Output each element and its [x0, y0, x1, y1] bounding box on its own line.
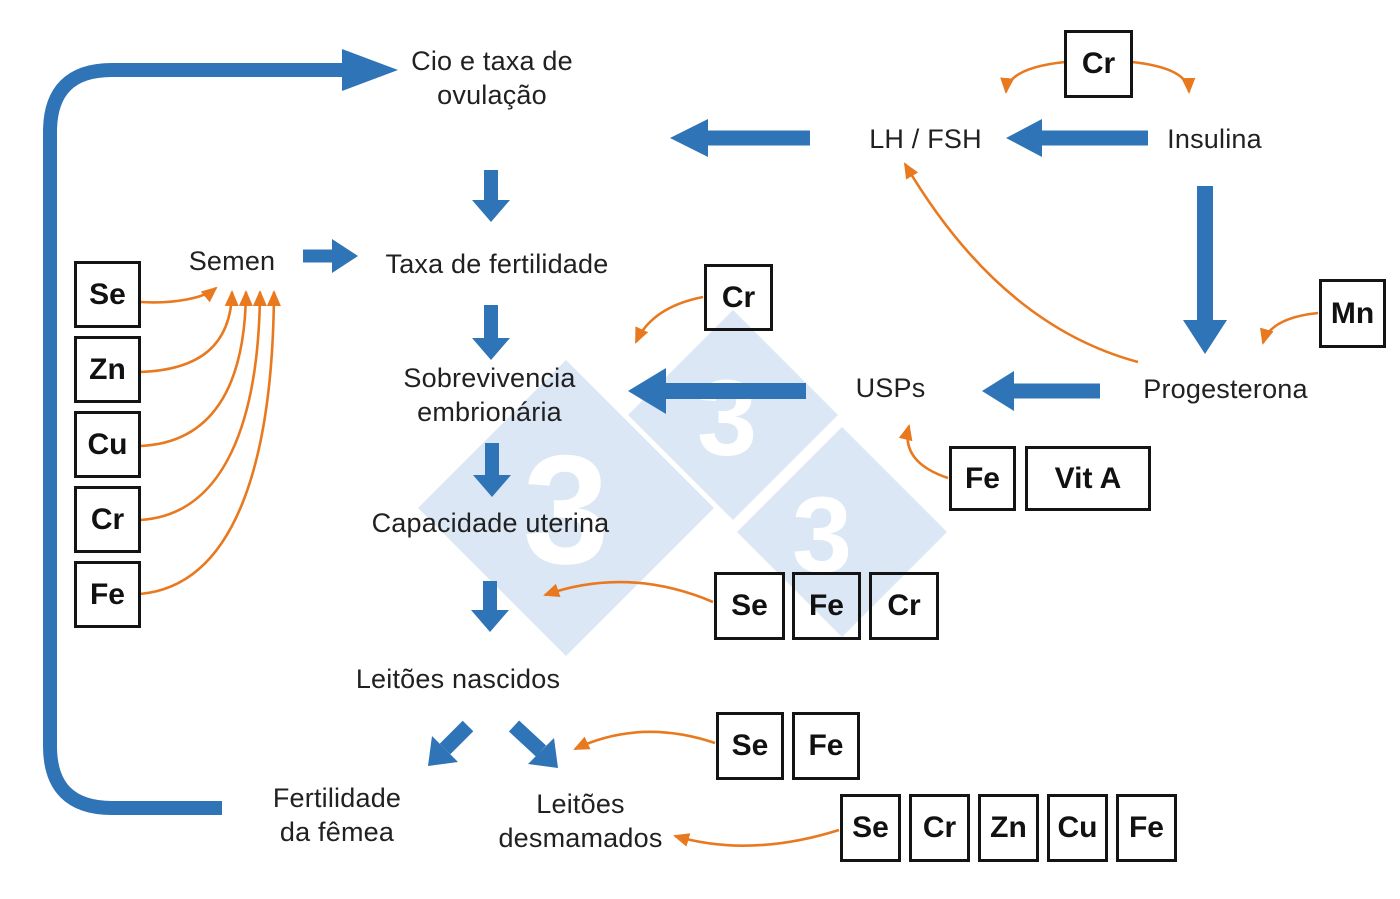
mineral-box-fe-usps: Fe	[949, 446, 1016, 511]
mineral-box-fe-weaned: Fe	[1116, 794, 1177, 862]
arrow-estrus-to-fertility-rate	[472, 170, 510, 222]
arrow-usps-to-embryo-survival	[628, 368, 806, 414]
mineral-box-mn-progesterone: Mn	[1319, 279, 1386, 348]
arrow-se-to-uterine-capacity	[543, 580, 714, 604]
mineral-box-se-weaned: Se	[840, 794, 901, 862]
arrow-insulin-to-lhfsh	[1006, 119, 1148, 157]
arrow-se-to-weaned-piglets	[673, 828, 840, 847]
arrow-lhfsh-to-estrus	[670, 119, 810, 157]
node-fertility-rate: Taxa de fertilidade	[385, 249, 609, 279]
arrow-fe-to-semen	[139, 290, 281, 596]
mineral-box-zn-weaned: Zn	[978, 794, 1039, 862]
mineral-box-fe-semen: Fe	[74, 561, 141, 628]
node-semen: Semen	[188, 246, 276, 276]
mineral-box-vita-usps: Vit A	[1025, 446, 1151, 511]
arrow-insulin-to-progesterone	[1183, 186, 1227, 354]
arrow-mn-to-progesterone	[1260, 311, 1319, 345]
node-insulin: Insulina	[1167, 124, 1262, 154]
arrow-embryo-survival-to-uterine-capacity	[473, 443, 511, 497]
mineral-box-cr-gonadotropin: Cr	[1064, 30, 1133, 98]
arrow-piglets-born-to-weaned-piglets	[508, 720, 558, 768]
orange-influence-arrows	[139, 60, 1319, 847]
node-piglets-born: Leitões nascidos	[355, 664, 561, 694]
arrow-zn-to-semen	[139, 290, 239, 374]
mineral-box-fe-born: Fe	[792, 712, 860, 780]
node-estrus-ovulation: Cio e taxa de ovulação	[411, 46, 573, 110]
mineral-box-cr-uterine: Cr	[869, 572, 939, 640]
arrow-uterine-capacity-to-piglets-born	[471, 581, 509, 632]
arrow-cr-to-insulin	[1131, 60, 1196, 94]
arrow-semen-to-fertility-rate	[303, 239, 358, 273]
arrow-cu-to-semen	[139, 290, 253, 448]
arrow-se-to-piglets-born	[573, 730, 716, 751]
mineral-box-cu-weaned: Cu	[1047, 794, 1108, 862]
arrow-piglets-born-to-female-fertility	[428, 720, 474, 766]
arrow-fe-to-usps	[898, 424, 949, 480]
node-embryo-survival: Sobrevivencia embrionária	[403, 363, 576, 427]
mineral-box-fe-uterine: Fe	[792, 572, 861, 640]
mineral-box-zn-semen: Zn	[74, 336, 141, 403]
mineral-box-cr-weaned: Cr	[909, 794, 970, 862]
arrow-progesterone-to-usps	[982, 371, 1100, 411]
blue-flow-arrows	[43, 49, 1227, 815]
arrow-fertility-rate-to-embryo-survival	[472, 305, 510, 360]
mineral-box-cu-semen: Cu	[74, 411, 141, 478]
mineral-box-cr-semen: Cr	[74, 486, 141, 553]
node-usps: USPs	[855, 373, 926, 403]
mineral-box-cr-embryo: Cr	[704, 264, 773, 331]
arrow-cr-to-lhfsh	[1000, 60, 1066, 94]
arrow-se-to-semen	[139, 286, 218, 304]
node-lh-fsh: LH / FSH	[869, 124, 982, 154]
watermark-digit: 3	[697, 357, 757, 478]
node-progesterone: Progesterona	[1143, 374, 1308, 404]
node-uterine-capacity: Capacidade uterina	[371, 508, 610, 538]
watermark-digit: 3	[523, 423, 609, 596]
mineral-box-se-semen: Se	[74, 261, 141, 328]
mineral-box-se-born: Se	[716, 712, 784, 780]
arrow-progesterone-to-lhfsh	[903, 162, 1139, 364]
arrow-cr-to-semen	[139, 290, 267, 522]
arrow-cr-to-embryo-survival	[634, 295, 704, 344]
mineral-box-se-uterine: Se	[714, 572, 785, 640]
arrow-female-fertility-to-estrus	[43, 49, 398, 815]
node-weaned-piglets: Leitões desmamados	[498, 789, 663, 853]
node-female-fertility: Fertilidade da fêmea	[272, 783, 402, 847]
